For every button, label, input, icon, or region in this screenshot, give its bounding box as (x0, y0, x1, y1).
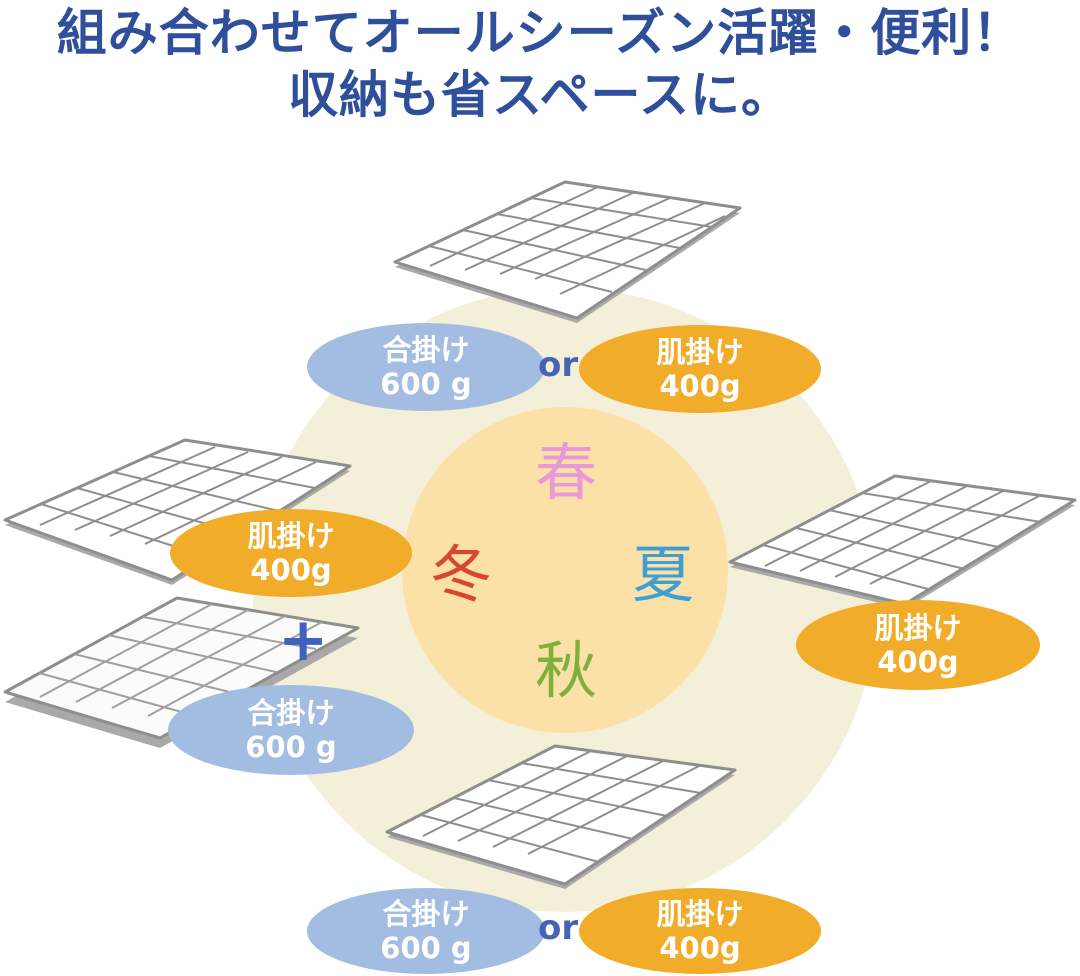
aigake-weight: 600 g (380, 367, 472, 401)
hadagake-weight: 400g (250, 553, 332, 587)
aigake-name: 合掛け (247, 696, 335, 730)
hadagake-weight: 400g (659, 931, 741, 965)
duvet-right (728, 474, 1077, 609)
aigake-weight: 600 g (380, 931, 472, 965)
hadagake-name: 肌掛け (874, 611, 962, 645)
headline-line-2: 収納も省スペースに。 (288, 66, 792, 124)
aigake-weight: 600 g (245, 730, 337, 764)
duvet-top (393, 180, 742, 323)
duvet-bottom (385, 744, 737, 889)
season-autumn: 秋 (535, 634, 598, 707)
plus-sign: + (278, 605, 329, 675)
aigake-label-top: 合掛け 600 g (307, 323, 545, 411)
hadagake-name: 肌掛け (656, 897, 744, 931)
hadagake-weight: 400g (877, 645, 959, 679)
or-text-top: or (538, 345, 579, 385)
hadagake-weight: 400g (659, 369, 741, 403)
hadagake-label-bottom: 肌掛け 400g (579, 888, 821, 974)
hadagake-label-left: 肌掛け 400g (170, 509, 412, 597)
aigake-name: 合掛け (382, 333, 470, 367)
hadagake-label-top: 肌掛け 400g (579, 325, 821, 413)
season-summer: 夏 (632, 538, 695, 611)
hadagake-name: 肌掛け (247, 519, 335, 553)
hadagake-label-right: 肌掛け 400g (796, 600, 1040, 690)
aigake-name: 合掛け (382, 897, 470, 931)
inner-season-circle (402, 407, 728, 733)
duvet-left-upper (3, 438, 352, 585)
hadagake-name: 肌掛け (656, 335, 744, 369)
or-text-bottom: or (538, 908, 579, 948)
season-spring: 春 (535, 436, 598, 509)
aigake-label-bottom: 合掛け 600 g (307, 888, 545, 974)
duvet-left-thick (3, 596, 360, 748)
headline-line-1: 組み合わせてオールシーズン活躍・便利！ (56, 4, 1024, 62)
aigake-label-left: 合掛け 600 g (168, 685, 414, 775)
season-winter: 冬 (430, 538, 493, 611)
